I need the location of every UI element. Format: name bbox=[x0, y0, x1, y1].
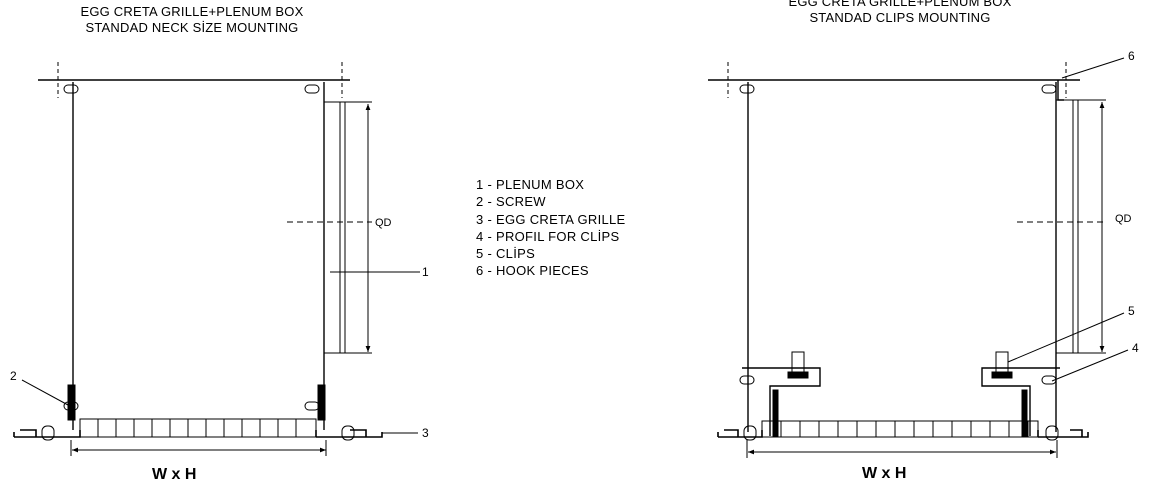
right-title-line-2: STANDAD CLIPS MOUNTING bbox=[809, 10, 991, 25]
right-dimension-label: W x H bbox=[862, 465, 906, 482]
right-egg-crate-grille bbox=[761, 420, 1039, 438]
left-qd-label: QD bbox=[375, 217, 392, 229]
clip-nut-right bbox=[991, 371, 1013, 379]
left-title-line-2: STANDAD NECK SİZE MOUNTING bbox=[85, 20, 299, 35]
right-hook-slot bbox=[739, 84, 755, 94]
right-grille-frame-left bbox=[717, 429, 763, 438]
right-callout-5: 5 bbox=[1128, 304, 1135, 318]
left-title-line-1: EGG CRETA GRILLE+PLENUM BOX bbox=[80, 4, 304, 19]
legend-item-grille: 3 - EGG CRETA GRILLE bbox=[476, 211, 626, 227]
hook-piece bbox=[1057, 80, 1064, 101]
right-plenum-neck bbox=[1055, 99, 1079, 354]
right-grille-frame-right bbox=[1037, 429, 1089, 438]
parts-legend: 1 - PLENUM BOX 2 - SCREW 3 - EGG CRETA G… bbox=[476, 176, 626, 280]
right-view bbox=[708, 57, 1129, 458]
left-callout-2: 2 bbox=[10, 369, 17, 383]
grille-cells bbox=[97, 419, 297, 437]
screw-slot bbox=[304, 401, 320, 411]
left-callout-3: 3 bbox=[422, 426, 429, 440]
left-frame-clamp bbox=[341, 425, 355, 441]
left-frame-clamp bbox=[41, 425, 55, 441]
right-grille-cells bbox=[780, 421, 1029, 437]
leader-4 bbox=[1051, 349, 1129, 382]
clip-nut-left bbox=[787, 371, 809, 379]
right-screw-slot bbox=[1041, 375, 1057, 385]
clip-spring-left bbox=[772, 389, 779, 437]
leader-6 bbox=[1061, 57, 1125, 79]
screw bbox=[317, 384, 326, 421]
right-title-line-1: EGG CRETA GRILLE+PLENUM BOX bbox=[788, 0, 1012, 9]
egg-crate-grille bbox=[79, 418, 317, 438]
right-view-title: EGG CRETA GRILLE+PLENUM BOX STANDAD CLIP… bbox=[735, 0, 1065, 26]
right-frame-clamp bbox=[743, 425, 757, 441]
left-hook-slot bbox=[304, 84, 320, 94]
left-view-title: EGG CRETA GRILLE+PLENUM BOX STANDAD NECK… bbox=[32, 4, 352, 36]
right-callout-4: 4 bbox=[1132, 341, 1139, 355]
clip-profile-left bbox=[742, 367, 821, 436]
left-callout-1: 1 bbox=[422, 265, 429, 279]
legend-item-profile: 4 - PROFIL FOR CLİPS bbox=[476, 228, 620, 244]
legend-item-clips: 5 - CLİPS bbox=[476, 246, 536, 262]
right-qd-label: QD bbox=[1115, 213, 1132, 225]
leader-2 bbox=[21, 379, 69, 406]
grille-frame-left bbox=[13, 429, 81, 438]
right-frame-clamp bbox=[1045, 425, 1059, 441]
legend-item-screw: 2 - SCREW bbox=[476, 194, 546, 210]
right-screw-slot bbox=[739, 375, 755, 385]
legend-item-plenum-box: 1 - PLENUM BOX bbox=[476, 177, 585, 192]
right-hook-slot bbox=[1041, 84, 1057, 94]
left-hook-slot bbox=[63, 84, 79, 94]
clip-spring-right bbox=[1021, 389, 1028, 437]
screw-slot bbox=[63, 401, 79, 411]
grille-frame-right bbox=[315, 429, 383, 438]
legend-item-hook-pieces: 6 - HOOK PIECES bbox=[476, 263, 589, 279]
left-dimension-label: W x H bbox=[152, 466, 196, 483]
right-callout-6: 6 bbox=[1128, 49, 1135, 63]
plenum-neck bbox=[323, 101, 346, 354]
left-view bbox=[13, 62, 420, 456]
leader-5 bbox=[1007, 312, 1125, 363]
